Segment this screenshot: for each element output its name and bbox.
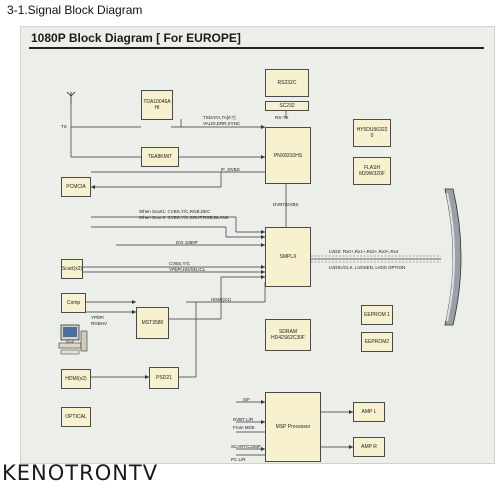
ampr-block: AMP R bbox=[353, 437, 385, 457]
mst-block: MST3580 bbox=[136, 307, 169, 339]
ypbpr2-label: YPbPr bbox=[91, 315, 105, 320]
rs232c-block: RS232C bbox=[265, 69, 309, 97]
comp-block: Comp bbox=[61, 293, 86, 313]
msp-block: MSP Processor bbox=[265, 392, 321, 462]
pc-lr-label: PC L/R bbox=[231, 457, 246, 462]
psd-block: PSD21 bbox=[149, 367, 179, 389]
svideo-block: Scart(x2) bbox=[61, 259, 83, 279]
ypbpr-label: YPbPr,HD/SD,ICL bbox=[169, 267, 206, 272]
optical-block: OPTICAL bbox=[61, 407, 91, 427]
antenna-icon bbox=[66, 91, 76, 103]
dvbt-lr-label: DVBT L/R bbox=[233, 417, 254, 422]
ampl-block: AMP L bbox=[353, 402, 385, 422]
pcmcia-block: PCMCIA bbox=[61, 177, 91, 197]
hdmi-x1-label: HDMI(X1) bbox=[211, 297, 231, 302]
sif-label: SIF bbox=[243, 397, 251, 402]
dvi-1080p-label: DVI 1080P bbox=[176, 240, 198, 245]
computer-icon bbox=[58, 324, 88, 355]
hy-block: HY5DU56322 0 bbox=[353, 119, 391, 147]
ts-label: TS bbox=[61, 124, 67, 129]
watermark: KENOTRONTV bbox=[2, 461, 159, 485]
title-rule bbox=[29, 47, 484, 49]
rs-tx-label: RS-TX bbox=[275, 115, 289, 120]
scart-yc-label: When Scar 2: CVBS,Y/C,SOUT,RGB,BLANK bbox=[139, 215, 229, 220]
page-heading: 3-1.Signal Block Diagram bbox=[7, 3, 143, 17]
cvbs-yc-label: CVBS,Y/C bbox=[169, 261, 191, 266]
smplx-block: SMPLX bbox=[265, 227, 311, 287]
diagram-title: 1080P Block Diagram [ For EUROPE] bbox=[31, 31, 241, 45]
ts-data-label: TSDATA,TA[0:7] bbox=[203, 115, 236, 120]
hdmi-block: HDMI(x2) bbox=[61, 369, 91, 389]
if-dvbs-label: IF_DVBS bbox=[221, 167, 240, 172]
display-panel-icon bbox=[444, 188, 462, 326]
sc232-block: SC232 bbox=[265, 101, 309, 111]
tuner-block: TDA10046A HI bbox=[141, 90, 173, 120]
pnx-block: PNX8310HS bbox=[265, 127, 311, 184]
lvds1-label: LVDS: Rx0+,Rx1+,Rx2+,Rx3+,Rx4 bbox=[329, 249, 399, 254]
from-mde-label: From MDE bbox=[233, 425, 255, 430]
scart-comp-label: SCART/COMP bbox=[231, 444, 261, 449]
eeprom1-block: EEPROM 1 bbox=[361, 305, 393, 325]
lvds2-label: LVDSc/CLK, LVDSEN, LVDS OPTION bbox=[329, 265, 406, 270]
sdram-block: SDRAM HD42S62C30F bbox=[265, 319, 311, 351]
rgb-yc-label: DVBT/DVBS bbox=[273, 202, 299, 207]
scart-cvbs-label: When Scart1: CVBS,Y/C,RGB,DEC bbox=[139, 209, 211, 214]
flash-block: FLASH M29W320F bbox=[353, 157, 391, 185]
taskmit-block: TEA8KMIT bbox=[141, 147, 179, 167]
block-diagram: 1080P Block Diagram [ For EUROPE] bbox=[20, 26, 495, 464]
eeprom2-block: EEPROM2 bbox=[361, 332, 393, 352]
rgbhv-label: RGBHV bbox=[91, 321, 108, 326]
signal-wires bbox=[70, 102, 441, 456]
ts-valid-label: VALID,ERR,SYNC bbox=[203, 121, 241, 126]
